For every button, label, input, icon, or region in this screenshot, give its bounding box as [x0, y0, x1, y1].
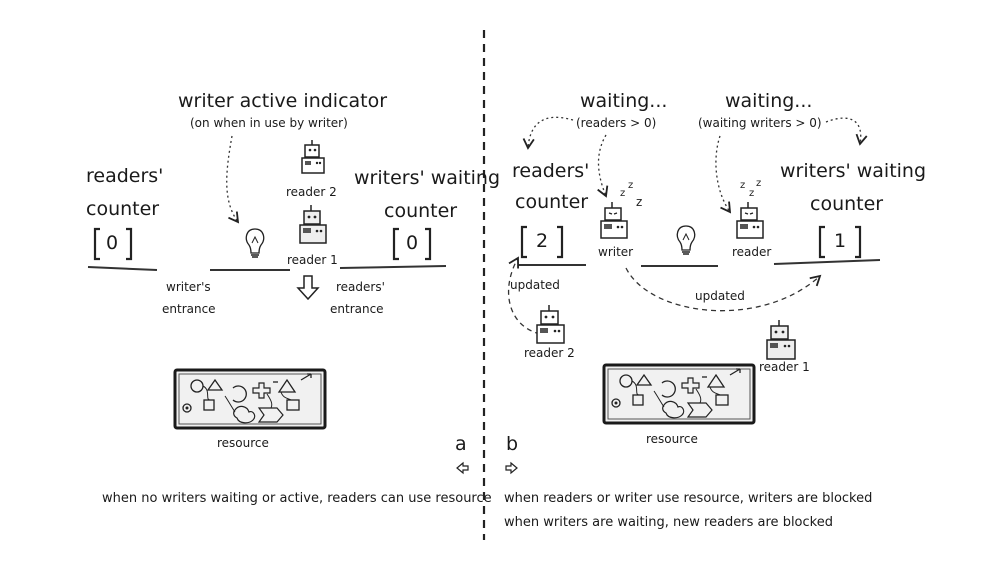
svg-text:z: z [628, 180, 633, 191]
left-readers-bracket-r [126, 227, 133, 261]
right-waiting-2: waiting... [725, 90, 813, 112]
svg-text:z: z [756, 178, 761, 189]
right-readers-label-1: readers' [512, 160, 590, 182]
right-reader-label: reader [732, 245, 772, 259]
right-readers-bracket-l [520, 225, 527, 259]
robot-icon-right-reader-1 [766, 320, 796, 360]
left-readers-entrance-2: entrance [330, 302, 384, 316]
left-readers-entrance-1: readers' [336, 280, 385, 294]
left-reader-1-label: reader 1 [287, 253, 338, 267]
right-panel-letter: b [506, 433, 519, 455]
svg-text:z: z [749, 188, 754, 199]
left-title: writer active indicator [178, 90, 388, 112]
right-writers-bracket-l [818, 225, 825, 259]
right-updated-1: updated [510, 278, 560, 292]
updated-1-arrow [507, 256, 541, 335]
left-reader-2-label: reader 2 [286, 185, 337, 199]
left-writers-label-2: counter [384, 200, 458, 222]
right-writers-value: 1 [834, 230, 847, 252]
right-caption-1: when readers or writer use resource, wri… [504, 491, 873, 506]
waiting-1-arrow-b [597, 134, 609, 198]
left-lightbulb-icon [245, 228, 265, 258]
right-resource-label: resource [646, 432, 698, 446]
right-resource-icon [602, 363, 756, 425]
left-readers-bracket-l [93, 227, 100, 261]
right-wall-3 [773, 259, 881, 265]
waiting-1-arrow-a [522, 116, 574, 150]
robot-icon-right-reader-2 [536, 305, 565, 344]
svg-text:z: z [740, 180, 745, 191]
left-wall-1 [87, 266, 158, 271]
right-updated-2: updated [695, 289, 745, 303]
left-writers-entrance-2: entrance [162, 302, 216, 316]
right-waiting-1-sub: (readers > 0) [576, 116, 657, 130]
right-writers-bracket-r [855, 225, 862, 259]
svg-text:z: z [636, 195, 642, 209]
left-indicator-arrow [226, 135, 240, 224]
robot-icon-left-reader-2 [301, 140, 325, 174]
left-resource-label: resource [217, 436, 269, 450]
right-readers-value: 2 [536, 230, 549, 252]
left-caption: when no writers waiting or active, reade… [102, 491, 492, 506]
right-writers-label-2: counter [810, 193, 884, 215]
sleep-z-reader-icon: zzz [740, 178, 761, 199]
left-writers-value: 0 [406, 232, 419, 254]
right-lightbulb-icon [676, 225, 696, 255]
svg-text:z: z [620, 188, 625, 199]
right-readers-bracket-r [557, 225, 564, 259]
sleep-z-writer-icon: zzz [620, 180, 642, 209]
left-readers-label-1: readers' [86, 165, 164, 187]
left-wall-3 [339, 265, 447, 269]
waiting-2-arrow-a [715, 135, 732, 214]
right-caption-2: when writers are waiting, new readers ar… [504, 515, 833, 530]
left-writers-entrance-1: writer's [166, 280, 211, 294]
right-readers-label-2: counter [515, 191, 589, 213]
right-reader-2-label: reader 2 [524, 346, 575, 360]
left-down-arrow-icon [296, 275, 320, 301]
right-waiting-2-sub: (waiting writers > 0) [698, 116, 822, 130]
robot-icon-reader-waiting [736, 202, 764, 239]
left-subtitle: (on when in use by writer) [190, 116, 348, 130]
left-resource-icon [173, 368, 327, 430]
right-writer-label: writer [598, 245, 634, 259]
right-arrow-icon [505, 461, 518, 475]
robot-icon-writer [600, 202, 628, 239]
left-readers-label-2: counter [86, 198, 160, 220]
left-writers-label-1: writers' waiting [354, 167, 501, 189]
right-writers-label-1: writers' waiting [780, 160, 927, 182]
left-writers-bracket-r [425, 227, 432, 261]
left-arrow-icon [456, 461, 469, 475]
updated-2-arrow [625, 267, 822, 312]
robot-icon-left-reader-1 [299, 205, 327, 244]
right-reader-1-label: reader 1 [759, 360, 810, 374]
left-panel-letter: a [455, 433, 467, 455]
left-writers-bracket-l [392, 227, 399, 261]
waiting-2-arrow-b [825, 117, 868, 146]
left-readers-value: 0 [106, 232, 119, 254]
right-waiting-1: waiting... [580, 90, 668, 112]
